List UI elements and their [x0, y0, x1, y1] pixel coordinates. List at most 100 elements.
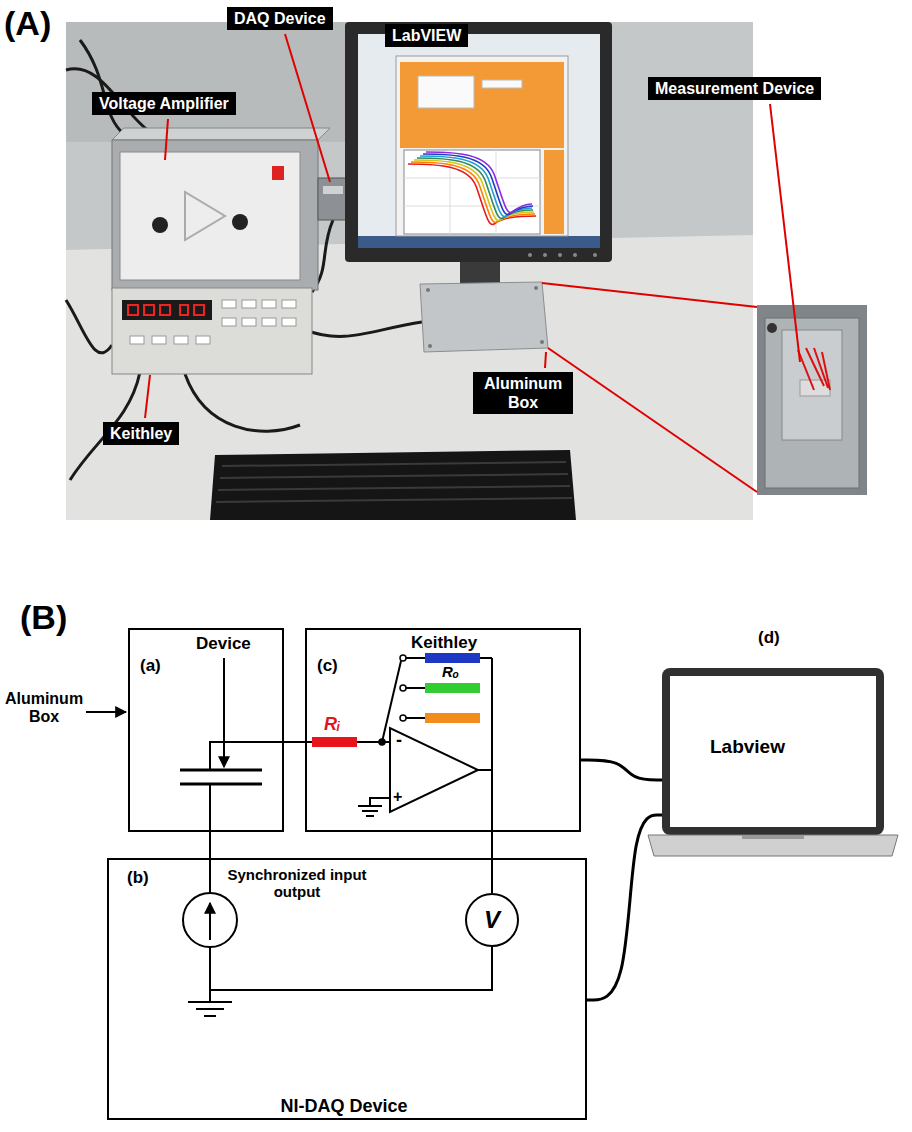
leader-line	[145, 34, 800, 492]
keithley-instrument	[122, 300, 212, 320]
voltage-amplifier	[112, 128, 330, 290]
screen-curves	[423, 154, 533, 215]
keithley-instrument	[242, 300, 256, 308]
ground-symbol	[204, 1015, 216, 1017]
opamp-symbol	[390, 728, 478, 812]
aluminum-box	[420, 282, 548, 352]
panel-letter: (d)	[758, 628, 780, 648]
pointer-arrow	[86, 711, 126, 713]
lab-photo	[66, 22, 346, 142]
screen-curves	[408, 152, 536, 225]
label-text: Voltage Amplifier	[99, 94, 229, 113]
circuit-wire	[491, 658, 493, 832]
monitor	[528, 253, 532, 257]
daq-device	[323, 186, 343, 194]
keithley-instrument	[194, 305, 204, 315]
monitor	[544, 150, 564, 234]
voltage-amplifier	[112, 140, 318, 290]
keyboard	[210, 450, 576, 520]
keyboard	[220, 474, 568, 478]
monitor	[396, 56, 568, 236]
daq-device	[318, 178, 348, 220]
switch-contact	[400, 715, 406, 721]
inset-photo	[782, 330, 842, 440]
inset-photo	[757, 305, 867, 495]
capacitor-symbol	[180, 783, 262, 786]
panel-letter: (b)	[127, 868, 149, 888]
keithley-instrument	[262, 318, 276, 326]
leader-line	[548, 348, 757, 492]
aluminum-box	[428, 344, 432, 348]
circuit-wire	[210, 742, 284, 770]
daq-device	[318, 178, 348, 220]
label-text: DAQ Device	[234, 9, 326, 28]
photo-callout: LabVIEW	[385, 24, 468, 47]
resistor-symbol	[425, 653, 480, 663]
inset-photo	[757, 305, 867, 495]
switch-contact	[400, 685, 406, 691]
box-heading: NI-DAQ Device	[109, 1096, 579, 1117]
leader-line	[770, 104, 800, 362]
keithley-instrument	[262, 300, 276, 308]
cable	[66, 300, 112, 353]
keithley-instrument	[282, 318, 296, 326]
keithley-instrument	[222, 318, 236, 326]
monitor	[358, 34, 600, 248]
label-text: LabVIEW	[392, 26, 461, 45]
keithley-instrument	[144, 305, 154, 315]
daq-box: (b) Synchronized input outputNI-DAQ Devic…	[107, 858, 587, 1120]
device-box: Device (a)	[128, 628, 284, 832]
monitor	[593, 253, 597, 257]
circuit-wire	[406, 717, 425, 719]
capacitor-symbol	[180, 770, 262, 784]
cable	[80, 40, 125, 135]
keithley-instrument	[282, 300, 296, 308]
monitor	[482, 80, 522, 88]
keithley-instrument	[128, 305, 138, 315]
voltage-amplifier	[152, 217, 168, 233]
current-source-symbol	[209, 903, 211, 940]
box-heading: Device	[196, 634, 251, 654]
meter-symbol: V	[484, 908, 500, 932]
ground-symbol	[358, 805, 382, 807]
laptop-computer: (d)Labview	[662, 628, 884, 860]
monitor	[558, 253, 562, 257]
ground-symbol	[366, 815, 374, 817]
monitor	[543, 253, 547, 257]
capacitor-symbol	[180, 769, 262, 772]
keithley-instrument	[152, 336, 166, 344]
circuit-wire	[209, 990, 211, 1002]
circuit-wire	[406, 657, 425, 659]
panel-label: (B)	[20, 598, 67, 637]
label-text: Keithley	[110, 424, 172, 443]
ground-symbol	[362, 810, 378, 812]
circuit-wire	[210, 947, 492, 990]
keithley-instrument	[222, 300, 236, 308]
voltage-amplifier	[120, 152, 300, 280]
photo-callout: Voltage Amplifier	[92, 92, 236, 115]
photo-callout: Keithley	[103, 422, 179, 445]
box-note: Synchronized input output	[227, 866, 367, 901]
keyboard	[216, 498, 572, 502]
keithley-instrument	[130, 336, 144, 344]
keithley-instrument	[112, 288, 312, 374]
resistor-symbol	[312, 737, 357, 747]
screen-curves	[420, 156, 532, 217]
circuit-wire	[209, 858, 211, 893]
ground-symbol	[188, 1001, 232, 1003]
panel-letter: (c)	[317, 656, 338, 676]
keyboard	[210, 450, 576, 520]
current-source-symbol	[183, 893, 237, 947]
aluminum-box	[534, 286, 538, 290]
circuit-wire	[480, 657, 492, 659]
aluminum-box	[426, 288, 430, 292]
resistor-symbol	[425, 713, 480, 723]
panel-letter: (a)	[140, 656, 161, 676]
keithley-instrument	[174, 336, 188, 344]
voltage-amplifier	[232, 214, 248, 230]
monitor	[358, 236, 600, 248]
aluminum-box	[420, 282, 548, 352]
voltage-amplifier	[185, 192, 225, 240]
